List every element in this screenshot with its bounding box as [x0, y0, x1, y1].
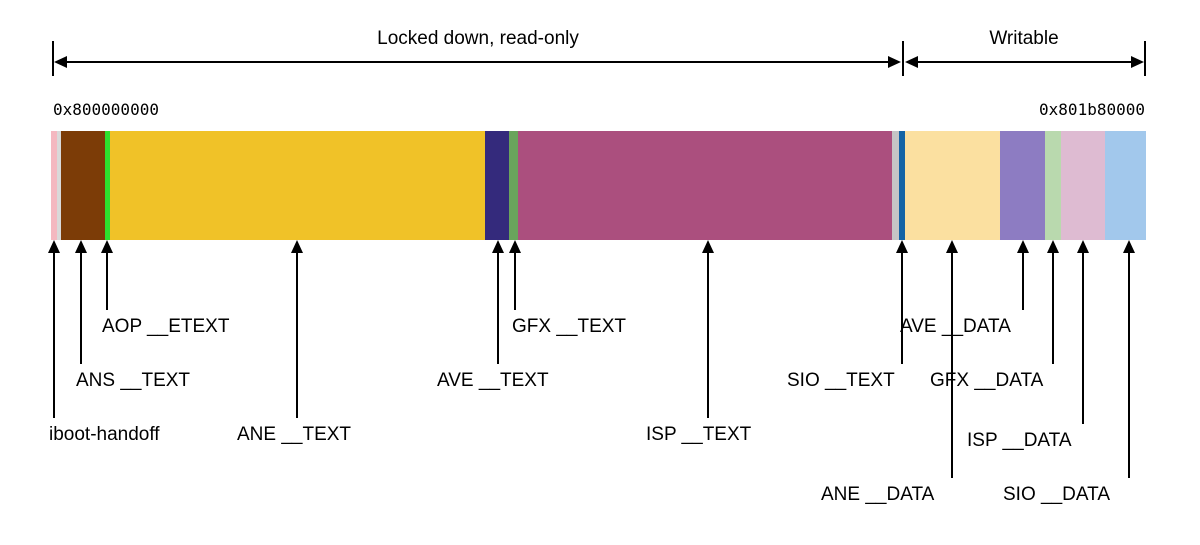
locked-range-line	[60, 61, 896, 63]
callout-line	[707, 253, 709, 418]
callout-arrow-head	[492, 240, 504, 253]
callout-label: iboot-handoff	[49, 424, 160, 445]
memory-segment	[485, 131, 509, 240]
locked-range-arrow-left	[54, 56, 67, 68]
callout-arrow-head	[702, 240, 714, 253]
callout-label: ANS __TEXT	[76, 370, 191, 391]
callout-line	[1022, 253, 1024, 310]
memory-bar	[51, 131, 1146, 240]
callout-arrow-head	[946, 240, 958, 253]
callout-line	[1052, 253, 1054, 364]
callout-arrow-head	[1077, 240, 1089, 253]
memory-segment	[51, 131, 57, 240]
memory-segment	[899, 131, 905, 240]
callout-line	[497, 253, 499, 364]
callout-label: AOP __ETEXT	[102, 316, 230, 337]
callout-line	[1082, 253, 1084, 424]
callout-arrow-head	[1123, 240, 1135, 253]
memory-segment	[1105, 131, 1146, 240]
memory-segment	[110, 131, 485, 240]
callout-label: AVE __TEXT	[437, 370, 549, 391]
callout-line	[901, 253, 903, 364]
callout-line	[514, 253, 516, 310]
callout-label: SIO __DATA	[1003, 484, 1110, 505]
writable-range-arrow-right	[1131, 56, 1144, 68]
writable-range-label: Writable	[989, 28, 1059, 49]
start-address-label: 0x800000000	[53, 100, 159, 119]
callout-label: SIO __TEXT	[787, 370, 895, 391]
writable-range-arrow-left	[905, 56, 918, 68]
memory-segment	[105, 131, 110, 240]
locked-range-label: Locked down, read-only	[377, 28, 579, 49]
callout-line	[951, 253, 953, 478]
range-tick-start	[52, 41, 54, 76]
callout-arrow-head	[896, 240, 908, 253]
callout-label: GFX __TEXT	[512, 316, 627, 337]
end-address-label: 0x801b80000	[1039, 100, 1145, 119]
range-tick-end	[1144, 41, 1146, 76]
callout-label: AVE __DATA	[900, 316, 1011, 337]
locked-range-arrow-right	[888, 56, 901, 68]
memory-segment	[1061, 131, 1105, 240]
callout-line	[53, 253, 55, 418]
callout-label: ISP __TEXT	[646, 424, 752, 445]
callout-line	[1128, 253, 1130, 478]
memory-segment	[61, 131, 105, 240]
callout-arrow-head	[509, 240, 521, 253]
callout-label: ISP __DATA	[967, 430, 1072, 451]
callout-line	[106, 253, 108, 310]
callout-arrow-head	[1047, 240, 1059, 253]
memory-segment	[518, 131, 892, 240]
memory-segment	[892, 131, 899, 240]
memory-segment	[1045, 131, 1061, 240]
callout-label: ANE __DATA	[821, 484, 935, 505]
callout-arrow-head	[75, 240, 87, 253]
callout-line	[80, 253, 82, 364]
callout-label: GFX __DATA	[930, 370, 1044, 391]
memory-segment	[509, 131, 518, 240]
callout-arrow-head	[1017, 240, 1029, 253]
callout-arrow-head	[48, 240, 60, 253]
callout-arrow-head	[291, 240, 303, 253]
callout-line	[296, 253, 298, 418]
callout-label: ANE __TEXT	[237, 424, 352, 445]
memory-segment	[905, 131, 1000, 240]
callout-arrow-head	[101, 240, 113, 253]
memory-segment	[57, 131, 61, 240]
range-tick-divider	[902, 41, 904, 76]
memory-segment	[1000, 131, 1045, 240]
writable-range-line	[912, 61, 1138, 63]
